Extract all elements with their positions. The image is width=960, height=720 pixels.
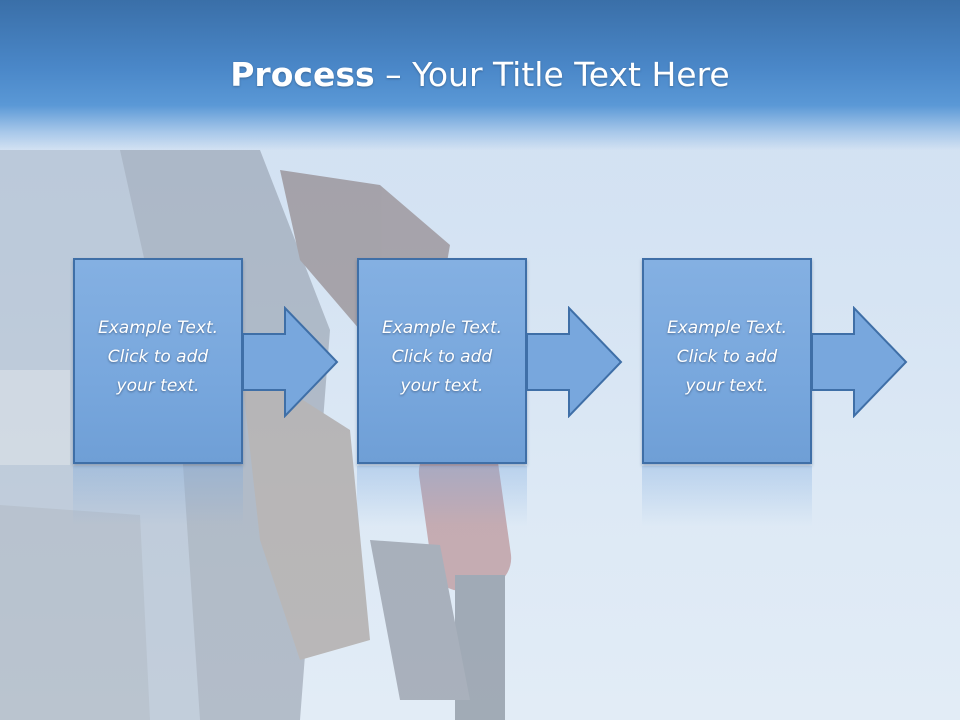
step-text-2[interactable]: Example Text. Click to add your text.	[359, 314, 525, 401]
right-arrow-icon	[812, 306, 908, 418]
title-rest-text: – Your Title Text Here	[374, 55, 730, 94]
step-1-line-3: your text.	[116, 376, 200, 396]
step-3-line-3: your text.	[685, 376, 769, 396]
step-reflection-3	[642, 466, 812, 526]
step-1-line-1: Example Text.	[97, 318, 219, 338]
step-box-3[interactable]: Example Text. Click to add your text.	[642, 258, 812, 464]
step-box-1[interactable]: Example Text. Click to add your text.	[73, 258, 243, 464]
title-bold-text: Process	[230, 55, 375, 94]
step-box-2[interactable]: Example Text. Click to add your text.	[357, 258, 527, 464]
title-bar	[0, 0, 960, 150]
step-3-line-1: Example Text.	[666, 318, 788, 338]
step-2-line-1: Example Text.	[381, 318, 503, 338]
right-arrow-icon	[243, 306, 339, 418]
step-3-line-2: Click to add	[676, 347, 778, 367]
step-text-3[interactable]: Example Text. Click to add your text.	[644, 314, 810, 401]
slide-title[interactable]: Process – Your Title Text Here	[0, 52, 960, 98]
right-arrow-icon	[527, 306, 623, 418]
step-1-line-2: Click to add	[107, 347, 209, 367]
step-2-line-2: Click to add	[391, 347, 493, 367]
step-reflection-1	[73, 466, 243, 526]
step-reflection-2	[357, 466, 527, 526]
step-2-line-3: your text.	[400, 376, 484, 396]
step-text-1[interactable]: Example Text. Click to add your text.	[75, 314, 241, 401]
